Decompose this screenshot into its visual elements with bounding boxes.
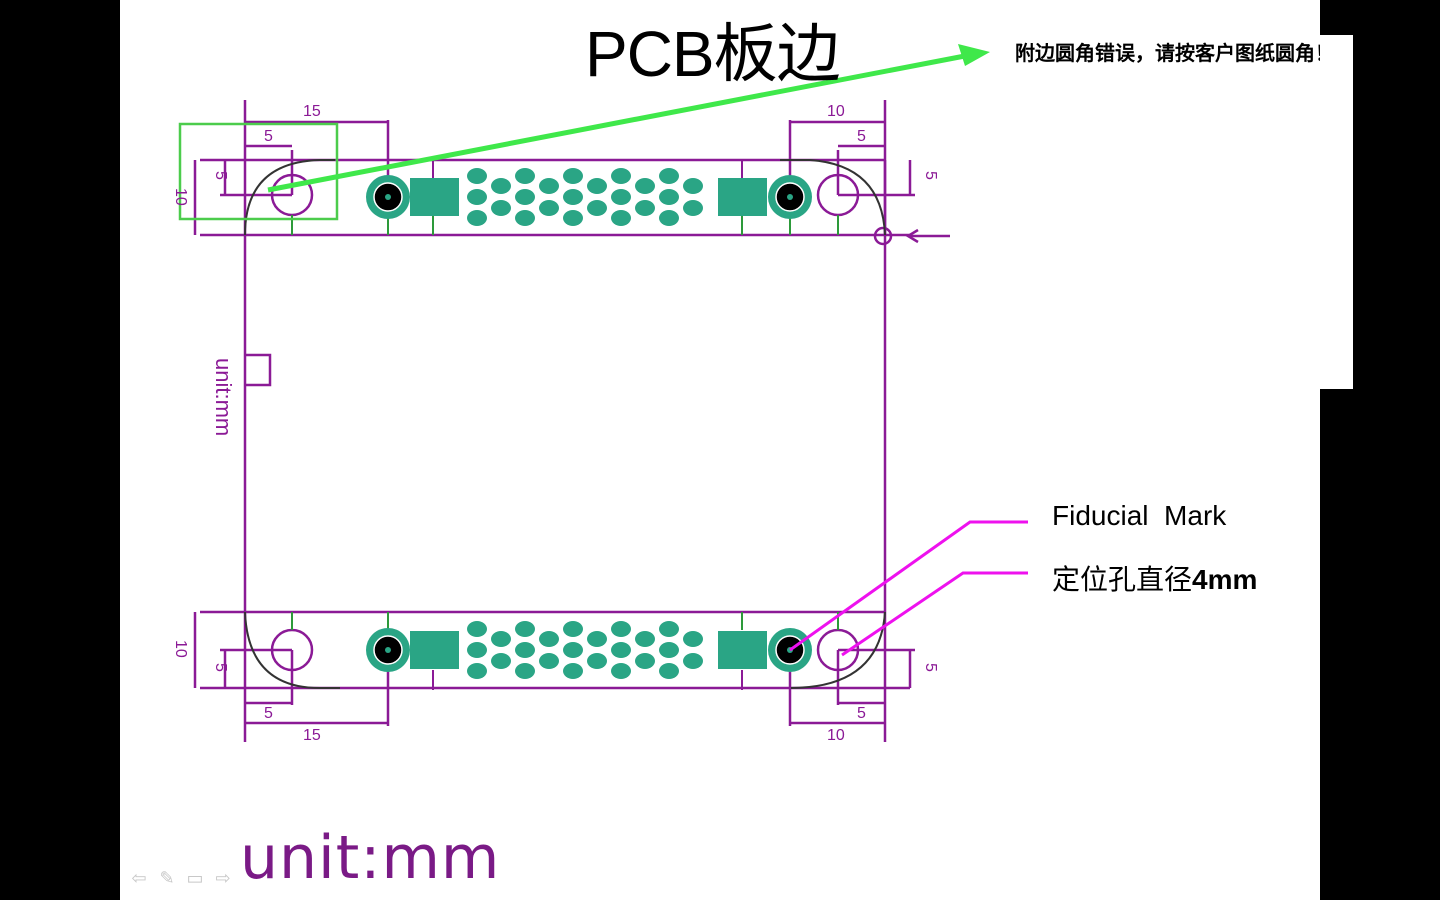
contact-pad [635,200,655,216]
contact-pad [563,663,583,679]
contact-pad [683,178,703,194]
contact-pad [611,663,631,679]
contact-pad [491,200,511,216]
contact-pad [515,621,535,637]
contact-pad [683,653,703,669]
contact-pad [539,653,559,669]
contact-pad [563,621,583,637]
contact-pad [563,189,583,205]
dim-bottom-left-vlarge: 10 [172,640,189,658]
contact-pad [491,631,511,647]
contact-pad [491,178,511,194]
contact-pad [563,210,583,226]
contact-pad [659,189,679,205]
dim-top-left-inner: 5 [264,128,273,145]
slideshow-nav: ⇦ ✎ ▭ ⇨ [128,868,234,888]
error-note: 附边圆角错误，请按客户图纸圆角！ [1015,41,1320,65]
contact-pad [491,653,511,669]
corner-arc-top-right [780,159,886,236]
unit-label: unit:mm [240,823,501,893]
error-highlight-box [178,122,339,221]
contact-pad [659,210,679,226]
pen-icon[interactable]: ✎ [159,868,175,888]
contact-pad [611,189,631,205]
fiducial-center [385,194,391,200]
contact-pad [515,210,535,226]
arrow-head-icon [958,44,990,66]
dim-top-left-vlarge: 10 [172,188,189,206]
board-notch [245,353,272,387]
contact-pad [515,663,535,679]
dim-bottom-left-vsmall: 5 [212,663,229,672]
connector-pads-bottom [366,621,812,679]
hole-leader [841,571,1028,657]
dim-bottom-right-vsmall: 5 [922,663,939,672]
menu-icon[interactable]: ▭ [186,868,204,888]
contact-pad [515,168,535,184]
contact-pad [587,178,607,194]
contact-pad [683,200,703,216]
contact-pad [467,621,487,637]
next-arrow-icon[interactable]: ⇨ [215,868,231,888]
contact-pad [467,168,487,184]
dim-top-left-overall: 15 [303,103,321,120]
contact-pad [635,178,655,194]
corner-arc-top-left [244,159,335,236]
dim-top-right-inner: 5 [857,128,866,145]
contact-pad [611,642,631,658]
contact-pad [587,653,607,669]
corner-arc-bottom-left [244,611,340,689]
contact-pad [659,168,679,184]
square-pad [718,631,767,669]
contact-pad [659,663,679,679]
contact-pad [635,653,655,669]
hole-label-value: 4mm [1192,564,1258,595]
contact-pad [515,642,535,658]
hole-label-text: 定位孔直径 [1052,563,1193,596]
dim-bottom-left-inner: 5 [264,705,273,722]
pcb-drawing: 15 5 10 5 15 5 10 5 10 5 5 10 5 5 unit:m… [172,44,1028,744]
locating-hole-label: 定位孔直径4mm [1052,558,1257,598]
fiducial-center [787,194,793,200]
square-pad [410,631,459,669]
contact-pad [539,631,559,647]
dim-top-right-overall: 10 [827,103,845,120]
dim-bottom-left-overall: 15 [303,727,321,744]
contact-pad [467,210,487,226]
contact-pad [587,200,607,216]
connector-pads-top [366,168,812,226]
contact-pad [539,200,559,216]
fiducial-mark-label: Fiducial Mark [1052,500,1227,531]
corner-reference-marker [873,226,893,246]
contact-pad [611,168,631,184]
contact-pad [659,642,679,658]
contact-pad [515,189,535,205]
contact-pad [467,663,487,679]
slide: 15 5 10 5 15 5 10 5 10 5 5 10 5 5 unit:m… [120,0,1320,900]
contact-pad [659,621,679,637]
contact-pad [683,631,703,647]
contact-pad [611,621,631,637]
dim-bottom-right-inner: 5 [857,705,866,722]
dim-top-right-vsmall: 5 [922,171,939,180]
dim-top-left-vsmall: 5 [212,171,229,180]
contact-pad [539,178,559,194]
contact-pad [635,631,655,647]
annotation-arrow [267,44,990,193]
contact-pad [563,642,583,658]
previous-arrow-icon[interactable]: ⇦ [131,868,147,888]
contact-pad [587,631,607,647]
fiducial-center [385,647,391,653]
fiducial-leader [789,520,1028,652]
square-pad [718,178,767,216]
contact-pad [611,210,631,226]
note-panel-extension [1320,35,1353,389]
unit-label-rotated: unit:mm [211,358,236,436]
contact-pad [563,168,583,184]
square-pad [410,178,459,216]
dim-bottom-right-overall: 10 [827,727,845,744]
contact-pad [467,642,487,658]
contact-pad [467,189,487,205]
slide-title: PCB板边 [585,18,841,90]
